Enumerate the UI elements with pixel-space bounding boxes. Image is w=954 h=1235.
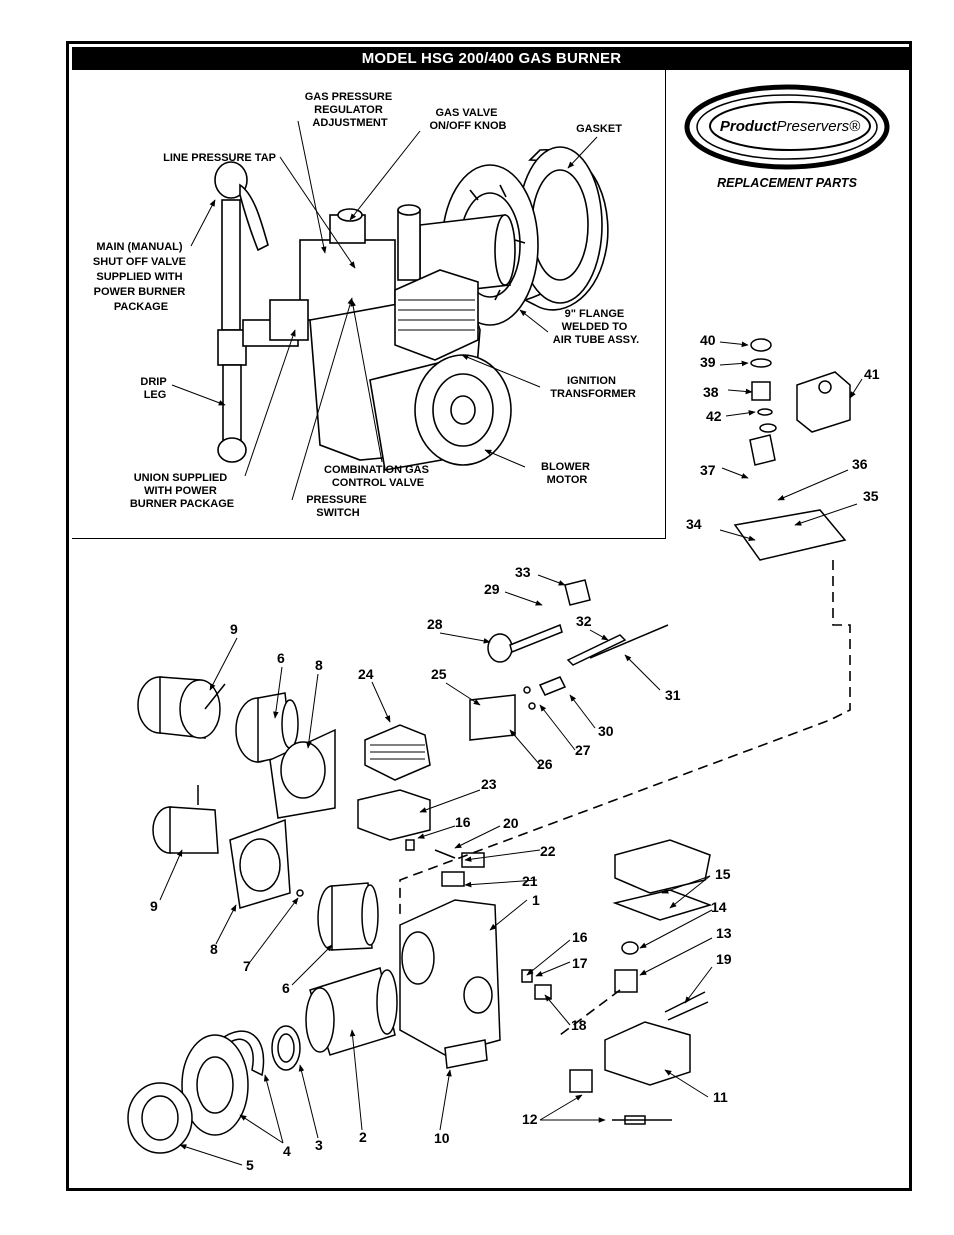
label-regulator: GAS PRESSURE REGULATOR ADJUSTMENT [305,91,395,129]
part-number: 19 [716,951,732,967]
part-number: 21 [522,873,538,889]
page-title: MODEL HSG 200/400 GAS BURNER [72,47,911,70]
part-number: 8 [210,941,218,957]
part-number: 12 [522,1111,538,1127]
part-number: 25 [431,666,447,682]
part-number: 17 [572,955,588,971]
label-blower-motor: BLOWER MOTOR [541,461,593,486]
part-number: 32 [576,613,592,629]
part-number: 18 [571,1017,587,1033]
part-number: 27 [575,742,591,758]
label-pressure-switch: PRESSURE SWITCH [306,494,370,519]
part-number: 22 [540,843,556,859]
inset-panel [72,70,666,539]
part-number: 2 [359,1129,367,1145]
burner-assembly-illustration [214,146,609,471]
part-number: 7 [243,958,251,974]
part-number: 6 [277,650,285,666]
part-number: 5 [246,1157,254,1173]
label-ignition: IGNITION TRANSFORMER [550,375,636,400]
part-number: 30 [598,723,614,739]
part-number: 8 [315,657,323,673]
part-number: 9 [230,621,238,637]
label-drip-leg: DRIP LEG [140,376,169,401]
label-valve-knob: GAS VALVE ON/OFF KNOB [430,107,507,132]
part-number: 40 [700,332,716,348]
part-number: 11 [713,1089,728,1105]
label-combo-valve: COMBINATION GAS CONTROL VALVE [324,464,432,489]
part-number: 20 [503,815,519,831]
part-number: 28 [427,616,443,632]
part-number: 41 [864,366,880,382]
part-number: 13 [716,925,732,941]
logo-ellipse-icon [684,84,890,170]
label-flange: 9" FLANGE WELDED TO AIR TUBE ASSY. [553,308,639,346]
inset-leader-lines [171,120,598,501]
part-number: 36 [852,456,868,472]
part-number: 14 [711,899,727,915]
part-number: 16 [572,929,588,945]
logo-brand-bold: Product [720,118,778,135]
part-number: 15 [715,866,731,882]
part-number: 42 [706,408,722,424]
part-number: 37 [700,462,716,478]
part-number: 29 [484,581,500,597]
part-number: 4 [283,1143,291,1159]
page-frame [66,41,912,1191]
label-union: UNION SUPPLIED WITH POWER BURNER PACKAGE [130,472,234,510]
dashed-leader-line-icon [399,560,851,1036]
part-number: 9 [150,898,158,914]
part-number: 38 [703,384,719,400]
part-number: 1 [532,892,540,908]
part-number: 33 [515,564,531,580]
part-number: 24 [358,666,374,682]
logo-subtitle: REPLACEMENT PARTS [717,176,857,190]
label-gasket: GASKET [576,123,622,135]
part-number: 10 [434,1130,450,1146]
part-number: 35 [863,488,879,504]
part-number: 34 [686,516,702,532]
part-number: 6 [282,980,290,996]
part-leader-lines [159,341,863,1166]
logo-text: ProductPreservers® [720,118,861,135]
part-number: 26 [537,756,553,772]
part-number: 23 [481,776,497,792]
part-numbers: 1 2 3 4 5 6 6 7 8 8 9 9 10 11 12 13 14 1… [150,332,880,1173]
part-number: 3 [315,1137,323,1153]
part-number: 39 [700,354,716,370]
exploded-parts-illustration [127,338,851,1154]
logo-brand-light: Preservers® [777,118,862,135]
part-number: 16 [455,814,471,830]
label-shutoff: MAIN (MANUAL) SHUT OFF VALVE SUPPLIED WI… [93,241,189,313]
part-number: 31 [665,687,681,703]
inset-labels: GAS PRESSURE REGULATOR ADJUSTMENT GAS VA… [93,91,639,519]
label-line-tap: LINE PRESSURE TAP [163,152,276,164]
